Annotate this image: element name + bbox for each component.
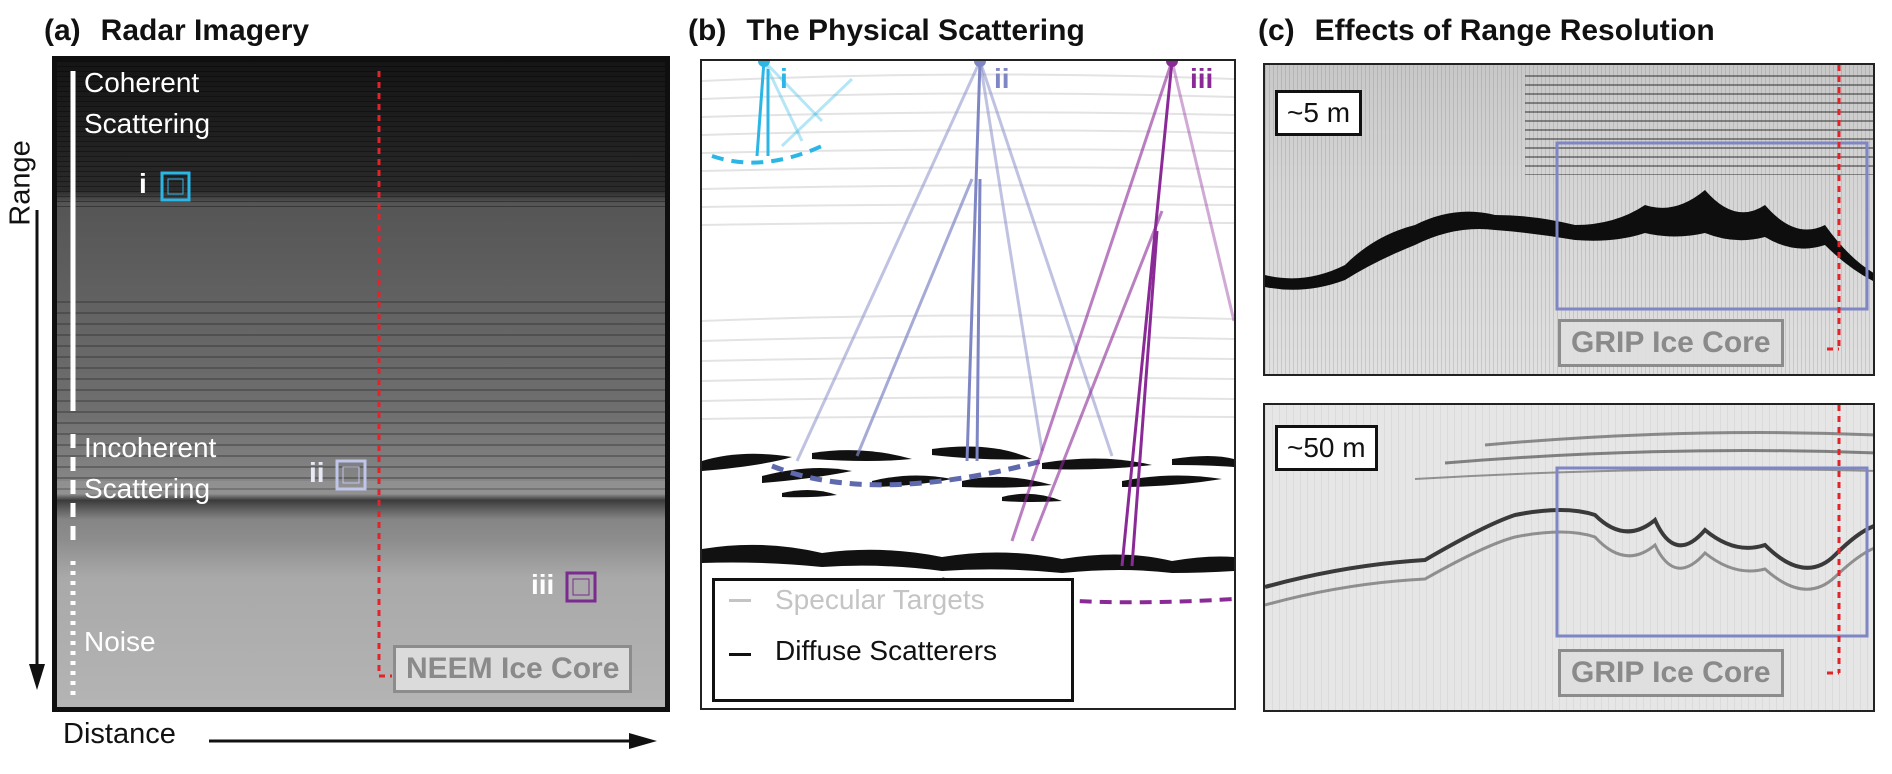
radargram-overlay <box>70 71 597 701</box>
coherent-scattering-label: Coherent Scattering <box>84 67 211 139</box>
rays-iii <box>1010 61 1234 567</box>
grip-core-badge-top: GRIP Ice Core <box>1558 319 1784 367</box>
panel-b-tag: (b) <box>688 14 727 47</box>
radargram-image: Coherent Scattering Incoherent Scatterin… <box>52 56 670 712</box>
panel-a-tag: (a) <box>44 14 81 47</box>
legend-diffuse-swatch <box>729 653 751 656</box>
ray-ii-label: ii <box>994 63 1010 94</box>
grip-box-5m <box>1555 141 1869 311</box>
diffuse-scatterers-upper <box>702 446 1234 502</box>
ray-iii-label: iii <box>1190 63 1214 94</box>
marker-i-box <box>160 171 191 202</box>
diffuse-scatterers-lower <box>702 544 1234 573</box>
rays-i <box>755 61 854 157</box>
panel-c-title: (c)Effects of Range Resolution <box>1258 14 1715 47</box>
wavefront-ii <box>771 458 1043 488</box>
radargram-5m: ~5 m GRIP Ice Core <box>1263 63 1875 376</box>
antenna-ii <box>974 61 986 67</box>
resolution-label-50m: ~50 m <box>1275 425 1378 471</box>
wavefront-i <box>711 144 823 165</box>
panel-a-title: (a)Radar Imagery <box>44 14 310 47</box>
internal-layers-50m <box>1414 431 1873 480</box>
radargram-50m-overlay <box>1265 405 1873 675</box>
noise-label: Noise <box>84 626 156 657</box>
radargram-5m-overlay <box>1265 65 1873 351</box>
radargram-50m: ~50 m GRIP Ice Core <box>1263 403 1875 712</box>
antenna-iii <box>1166 61 1178 67</box>
marker-i-label: i <box>139 168 147 199</box>
bed-reflector-5m <box>1265 190 1873 290</box>
bed-reflector-50m <box>1265 508 1873 589</box>
panel-c-tag: (c) <box>1258 14 1295 47</box>
legend-specular-swatch <box>729 599 751 602</box>
legend: Specular Targets Diffuse Scatterers <box>712 578 1074 702</box>
legend-diffuse-label: Diffuse Scatterers <box>775 635 998 666</box>
range-axis <box>29 210 45 690</box>
neem-core-badge: NEEM Ice Core <box>393 645 633 693</box>
rays-ii <box>795 61 1114 462</box>
scattering-diagram: i ii iii Specular Targets Diffuse Scatte… <box>700 59 1236 710</box>
resolution-label-5m: ~5 m <box>1275 90 1363 136</box>
legend-specular-label: Specular Targets <box>775 584 985 615</box>
range-axis-label: Range <box>4 140 37 226</box>
grip-core-badge-bottom: GRIP Ice Core <box>1558 649 1784 697</box>
marker-ii-box <box>335 459 367 491</box>
distance-axis-label: Distance <box>63 718 176 750</box>
marker-iii-label: iii <box>531 569 555 600</box>
antenna-i <box>758 61 770 67</box>
distance-arrowhead <box>629 733 657 749</box>
grip-box-50m <box>1555 466 1869 638</box>
ray-i-label: i <box>780 63 788 94</box>
scattering-svg <box>702 61 1234 605</box>
distance-axis <box>209 733 657 749</box>
range-arrowhead <box>29 664 45 690</box>
marker-iii-box <box>565 571 597 603</box>
marker-ii-label: ii <box>309 457 325 488</box>
incoherent-scattering-label: Incoherent Scattering <box>84 432 217 504</box>
panel-b-title: (b)The Physical Scattering <box>688 14 1085 47</box>
